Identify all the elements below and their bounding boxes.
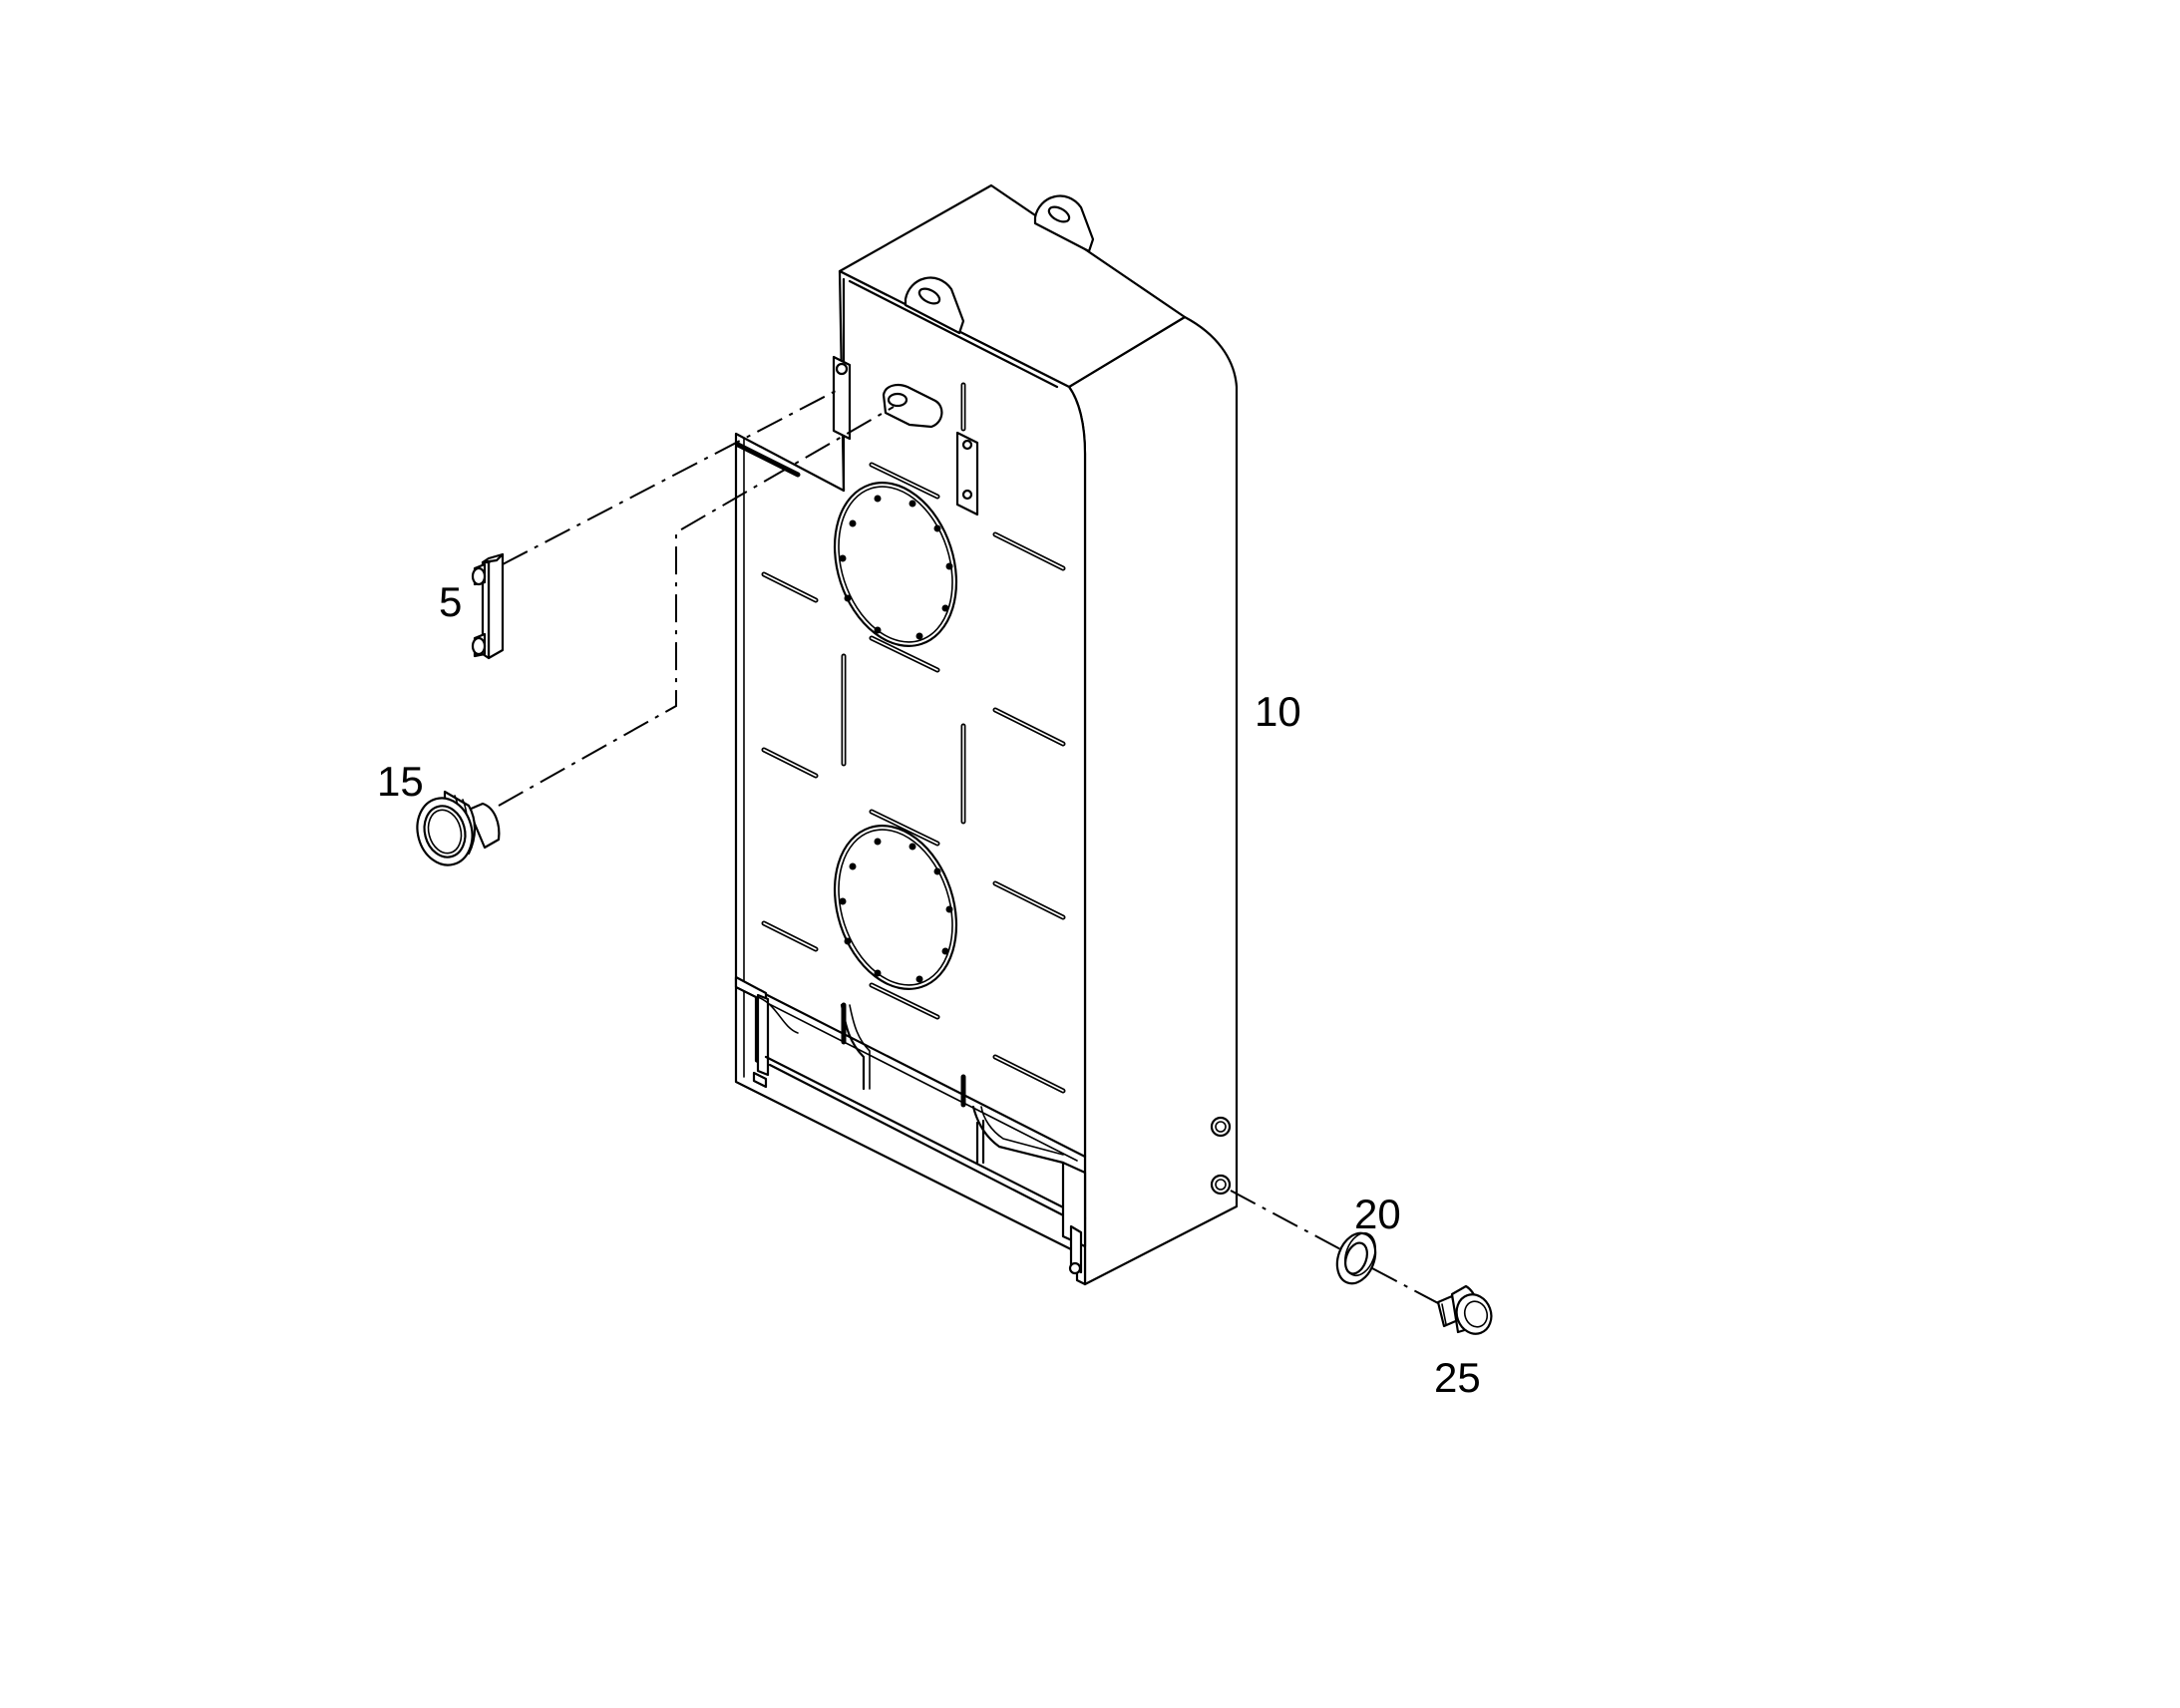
inspection-cover-lower: [833, 825, 958, 990]
lifting-lug-rear: [1033, 194, 1095, 253]
side-port-upper: [1210, 1116, 1232, 1138]
label-part-25: 25: [1434, 1354, 1481, 1401]
upper-flange-hole: [882, 384, 943, 429]
bottom-frame: [734, 975, 1087, 1275]
part-15-fitting[interactable]: [410, 790, 501, 871]
part-5-bracket[interactable]: [471, 552, 505, 660]
stiffening-ribs: [735, 382, 1066, 1108]
inspection-cover-upper: [833, 482, 958, 647]
part-25-plug[interactable]: [1436, 1284, 1497, 1339]
part-20-seal-ring[interactable]: [1330, 1227, 1382, 1288]
upper-bracket-left: [832, 355, 852, 441]
label-part-5: 5: [439, 578, 462, 625]
upper-bracket-right: [955, 431, 979, 516]
side-port-drain: [1210, 1174, 1232, 1196]
label-part-15: 15: [377, 758, 424, 805]
label-part-10: 10: [1255, 688, 1301, 735]
assembly-leader-lines: [498, 390, 1441, 1305]
part-labels: 5 10 15 20 25: [377, 578, 1481, 1401]
lifting-lug-front: [904, 276, 965, 335]
label-part-20: 20: [1354, 1191, 1401, 1237]
tank-body[interactable]: [734, 183, 1239, 1286]
